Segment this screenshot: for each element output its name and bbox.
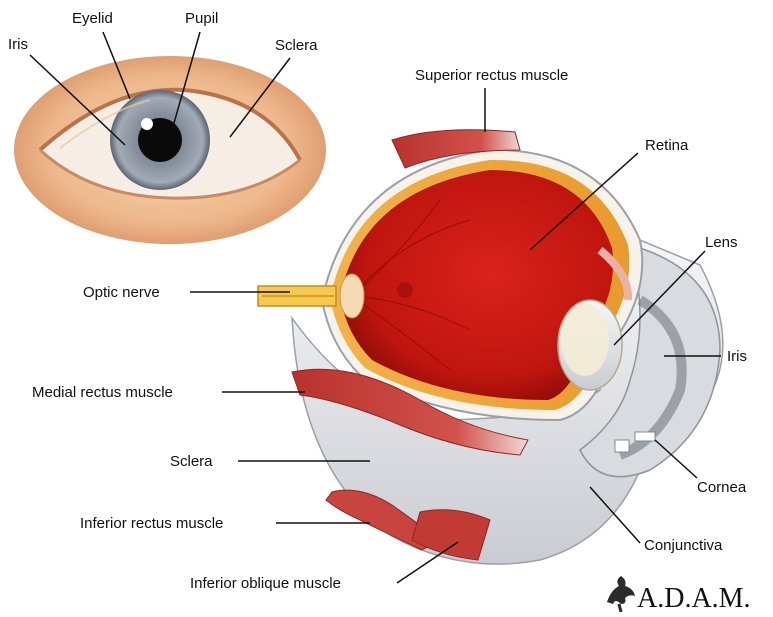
label-inferior-rectus: Inferior rectus muscle bbox=[80, 515, 223, 532]
label-eyelid: Eyelid bbox=[72, 10, 113, 27]
label-lens: Lens bbox=[705, 234, 738, 251]
label-sclera-top: Sclera bbox=[275, 37, 318, 54]
label-cornea: Cornea bbox=[697, 479, 747, 496]
label-retina: Retina bbox=[645, 137, 689, 154]
inferior-oblique-shape bbox=[412, 510, 490, 560]
label-iris-right: Iris bbox=[727, 348, 747, 365]
label-sclera-bottom: Sclera bbox=[170, 453, 213, 470]
label-iris-top: Iris bbox=[8, 36, 28, 53]
label-inferior-oblique: Inferior oblique muscle bbox=[190, 575, 341, 592]
logo-text: A.D.A.M. bbox=[637, 583, 751, 612]
label-medial-rectus: Medial rectus muscle bbox=[32, 384, 173, 401]
tree-logo-icon bbox=[607, 576, 635, 612]
cornea-highlight-1 bbox=[615, 440, 629, 452]
label-pupil: Pupil bbox=[185, 10, 218, 27]
pupil-highlight bbox=[141, 118, 153, 130]
label-optic-nerve: Optic nerve bbox=[83, 284, 160, 301]
macula bbox=[397, 282, 413, 298]
label-conjunctiva: Conjunctiva bbox=[644, 537, 723, 554]
adam-logo: A.D.A.M. bbox=[607, 576, 751, 612]
cornea-highlight-2 bbox=[635, 432, 655, 441]
optic-disc bbox=[340, 274, 364, 318]
label-superior-rectus: Superior rectus muscle bbox=[415, 67, 568, 84]
